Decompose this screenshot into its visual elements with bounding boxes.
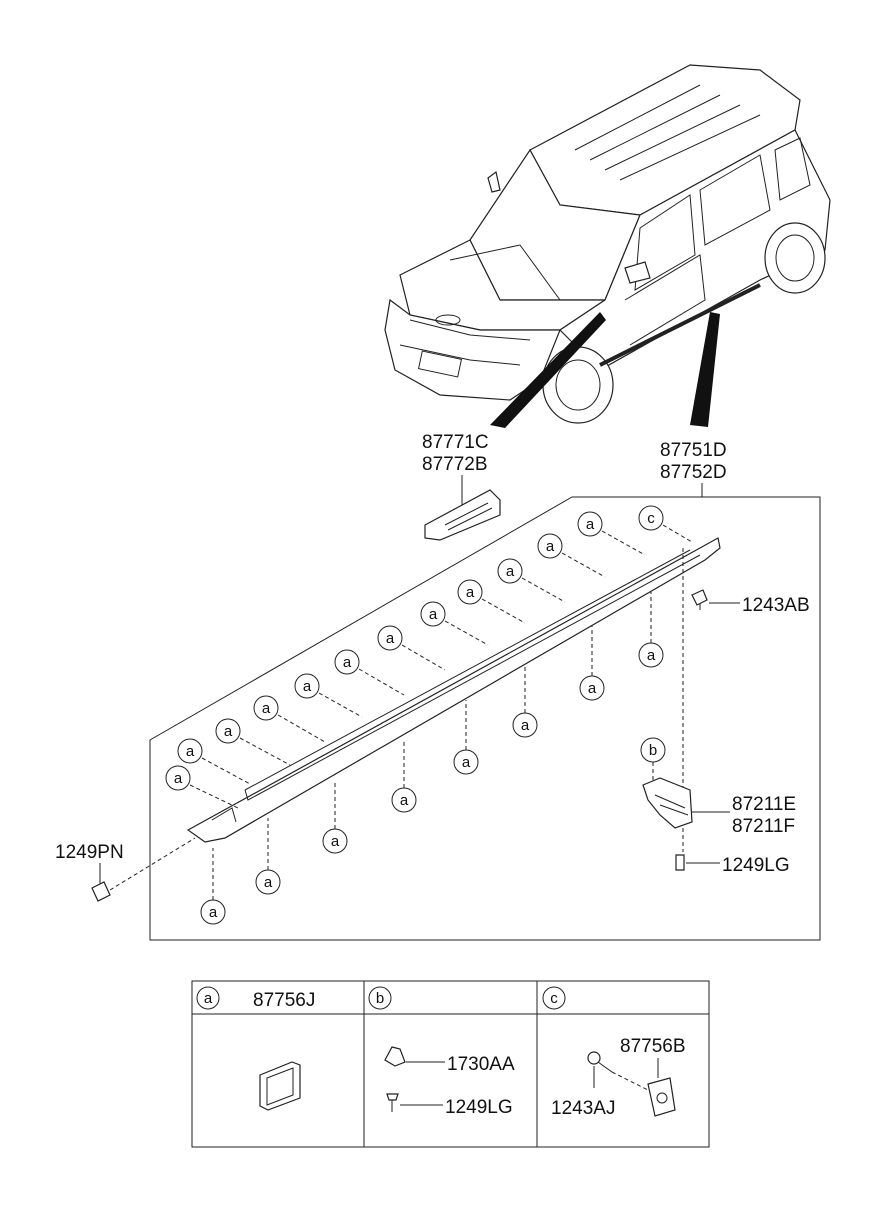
svg-text:a: a bbox=[400, 792, 409, 809]
svg-text:a: a bbox=[262, 700, 271, 717]
svg-text:a: a bbox=[186, 743, 195, 760]
svg-text:a: a bbox=[331, 833, 340, 850]
legend-title-a: 87756J bbox=[253, 990, 315, 1011]
svg-text:a: a bbox=[303, 678, 312, 695]
callout-a: a bbox=[420, 601, 489, 646]
svg-text:a: a bbox=[343, 654, 352, 671]
emblem-label-right: 87772B bbox=[422, 454, 488, 475]
clip-1730aa-icon bbox=[384, 1046, 445, 1067]
svg-text:a: a bbox=[466, 584, 475, 601]
callout-a: a bbox=[457, 579, 526, 624]
callout-a: a bbox=[391, 740, 417, 813]
side-sill-label-left: 87751D bbox=[660, 440, 727, 461]
callout-a: a bbox=[579, 625, 605, 701]
callout-c: c bbox=[638, 505, 693, 543]
legend-key-b: b bbox=[376, 990, 384, 1007]
screw-bottom-label: 1249LG bbox=[722, 855, 790, 876]
clip-87756b-icon bbox=[647, 1077, 676, 1117]
legend-key-c: c bbox=[550, 990, 558, 1007]
svg-text:c: c bbox=[647, 510, 655, 527]
callout-a: a bbox=[215, 718, 291, 766]
callout-a: a bbox=[255, 818, 281, 895]
screw-1249lg-icon bbox=[386, 1093, 443, 1112]
legend-key-a: a bbox=[204, 990, 213, 1007]
legend-c-item-2: 1243AJ bbox=[551, 1098, 615, 1119]
bracket-label-left: 87211E bbox=[732, 794, 796, 815]
callout-a: a bbox=[497, 558, 566, 603]
screw-front-label: 1249PN bbox=[55, 842, 124, 863]
bracket-part bbox=[642, 777, 730, 829]
emblem-part bbox=[424, 475, 501, 541]
callout-a: a bbox=[377, 625, 446, 671]
screw-top-label: 1243AB bbox=[742, 595, 810, 616]
svg-text:a: a bbox=[429, 606, 438, 623]
side-sill-label-right: 87752D bbox=[660, 462, 727, 483]
callout-a: a bbox=[322, 782, 348, 854]
svg-text:a: a bbox=[506, 563, 515, 580]
svg-text:a: a bbox=[386, 630, 395, 647]
svg-text:a: a bbox=[174, 770, 183, 787]
assembly-frame bbox=[149, 496, 821, 941]
legend-table: a 87756J b 1730AA 1249LG c 87756B bbox=[191, 980, 710, 1148]
legend-c-item-1: 87756B bbox=[620, 1036, 686, 1057]
clip-87756j-icon bbox=[259, 1061, 301, 1111]
callout-a: a bbox=[177, 738, 251, 785]
svg-text:a: a bbox=[462, 754, 471, 771]
screw-1249lg bbox=[675, 854, 720, 871]
callout-a: a bbox=[253, 695, 326, 743]
svg-text:a: a bbox=[647, 647, 656, 664]
screw-1243ab bbox=[691, 589, 740, 610]
callout-a: a bbox=[638, 592, 664, 668]
svg-text:a: a bbox=[588, 680, 597, 697]
svg-text:b: b bbox=[649, 742, 657, 759]
side-sill-molding bbox=[186, 537, 721, 843]
svg-text:a: a bbox=[521, 717, 530, 734]
callout-a: a bbox=[294, 673, 363, 718]
callout-a: a bbox=[334, 649, 405, 696]
callout-a: a bbox=[165, 765, 239, 809]
svg-text:a: a bbox=[209, 904, 218, 921]
svg-text:a: a bbox=[546, 538, 555, 555]
callout-a: a bbox=[537, 533, 606, 578]
callout-a: a bbox=[512, 665, 538, 738]
callout-a: a bbox=[453, 700, 479, 775]
emblem-label-left: 87771C bbox=[422, 432, 489, 453]
svg-text:a: a bbox=[224, 723, 233, 740]
callout-b: b bbox=[640, 737, 666, 782]
callout-a: a bbox=[200, 848, 226, 925]
callouts-a: a a a a a a a a a a a a a a a a a a a a bbox=[165, 511, 664, 925]
legend-b-item-1: 1730AA bbox=[447, 1054, 515, 1075]
callout-a: a bbox=[577, 511, 646, 556]
bracket-label-right: 87211F bbox=[732, 816, 795, 837]
legend-b-item-2: 1249LG bbox=[445, 1097, 513, 1118]
svg-text:a: a bbox=[586, 516, 595, 533]
screw-1249pn bbox=[91, 837, 196, 902]
screw-1243aj-icon bbox=[587, 1051, 649, 1091]
svg-text:a: a bbox=[264, 874, 273, 891]
vehicle-illustration bbox=[384, 64, 831, 428]
